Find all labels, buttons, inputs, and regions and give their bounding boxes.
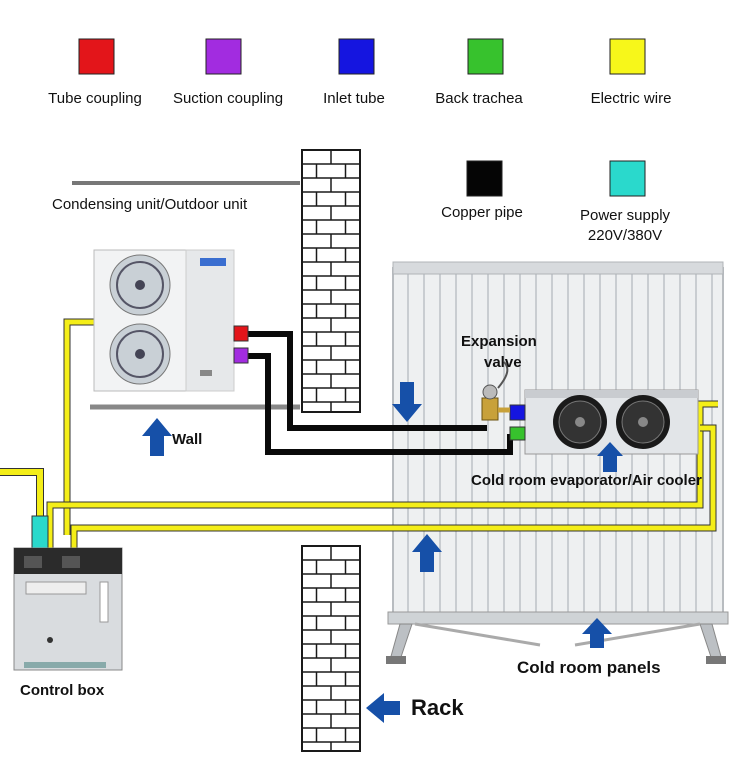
evaporator-label: Cold room evaporator/Air cooler (471, 472, 702, 489)
rack-arrow (366, 693, 400, 723)
evaporator-unit (524, 389, 699, 455)
back-trachea-port (509, 426, 526, 441)
tube-coupling-port (233, 325, 249, 342)
suction-coupling-port (233, 347, 249, 364)
legend-label-power-supply-line2: 220V/380V (587, 227, 663, 244)
legend-swatch-copper-pipe (466, 160, 503, 197)
legend (78, 38, 646, 197)
cold-room-panels-arrow (582, 618, 612, 648)
legend-swatch-electric-wire (609, 38, 646, 75)
legend-swatch-power-supply (609, 160, 646, 197)
brick-wall-upper (301, 149, 361, 413)
power-supply-connector (31, 515, 49, 551)
rack-label: Rack (411, 695, 464, 720)
expansion-valve-label-line1: Expansion (461, 333, 537, 350)
inlet-tube-port (509, 404, 526, 421)
condensing-unit (93, 249, 235, 392)
pointer-arrows (142, 382, 623, 723)
cold-room-panels (386, 261, 729, 664)
legend-label-suction-coupling: Suction coupling (172, 90, 284, 107)
electric-wires (0, 318, 718, 548)
legend-swatch-inlet-tube (338, 38, 375, 75)
brick-wall-lower (301, 545, 361, 752)
legend-label-electric-wire: Electric wire (590, 90, 672, 107)
copper-pipe-arrow (392, 382, 422, 422)
wall-arrow (142, 418, 172, 456)
legend-label-back-trachea: Back trachea (435, 90, 523, 107)
control-box-label: Control box (20, 682, 105, 699)
legend-label-copper-pipe: Copper pipe (441, 204, 523, 221)
legend-swatch-back-trachea (467, 38, 504, 75)
wall-label: Wall (172, 431, 203, 448)
legend-label-tube-coupling: Tube coupling (48, 90, 142, 107)
legend-swatch-suction-coupling (205, 38, 242, 75)
electric-wire-arrow (412, 534, 442, 572)
condensing-unit-label: Condensing unit/Outdoor unit (52, 196, 248, 213)
legend-swatch-tube-coupling (78, 38, 115, 75)
legend-label-power-supply-line1: Power supply (579, 207, 671, 224)
cold-room-panels-label: Cold room panels (517, 658, 661, 677)
expansion-valve-label-line2: valve (484, 354, 522, 371)
evaporator-arrow (597, 442, 623, 472)
legend-label-inlet-tube: Inlet tube (323, 90, 385, 107)
copper-pipes (248, 331, 513, 455)
control-box (13, 547, 123, 671)
expansion-valve (481, 361, 510, 421)
